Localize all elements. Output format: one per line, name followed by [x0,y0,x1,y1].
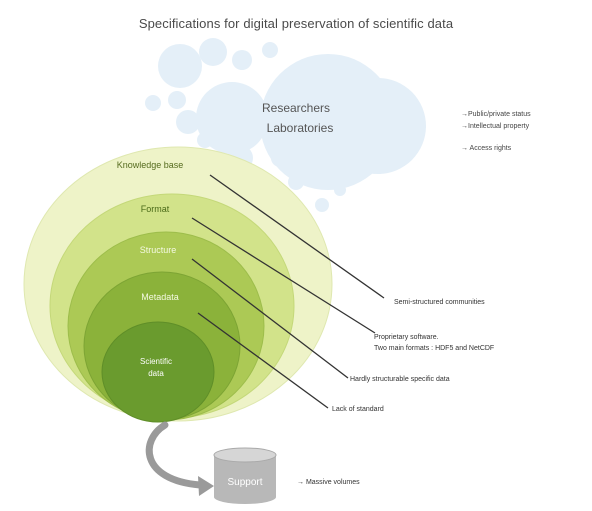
curved-arrow-icon [145,421,214,496]
stakeholder-label-laboratories: Laboratories [267,121,334,135]
layer-label-scientific-line2: data [148,369,164,378]
bubble [196,82,268,154]
bubble [199,38,227,66]
bubble [271,149,289,167]
stakeholder-label-researchers: Researchers [262,101,330,115]
layer-label-knowledge-base: Knowledge base [117,160,184,170]
layer-label-structure: Structure [140,245,177,255]
cylinder-top [213,447,277,463]
stakeholder-bubble-cloud [145,38,426,220]
callout-metadata: Lack of standard [332,406,384,413]
layer-label-scientific-line1: Scientific [140,357,172,366]
rights-note-access-rights: → Access rights [461,145,512,152]
connector-metadata [197,312,329,409]
callout-format-line2: Two main formats : HDF5 and NetCDF [374,345,494,352]
database-cylinder-icon [213,447,277,504]
connector-knowledge-base [209,174,385,299]
layer-label-format: Format [141,204,170,214]
rights-notes: →Public/private status →Intellectual pro… [461,111,531,152]
bubble [232,50,252,70]
diagram-title: Specifications for digital preservation … [138,16,454,31]
bubble [197,132,213,148]
bubble [168,91,186,109]
connector-lines [191,174,385,409]
connector-format [191,217,376,334]
bubble [330,78,426,174]
bubble [158,44,202,88]
callout-structure: Hardly structurable specific data [350,376,450,383]
bubble [334,184,346,196]
support-note-massive-volumes: → Massive volumes [297,479,360,486]
callout-knowledge-base: Semi-structured communities [394,299,485,306]
layer-label-metadata: Metadata [141,292,179,302]
connector-structure [191,258,349,379]
bubble [315,198,329,212]
layer-core-scientific-data [101,321,215,423]
bubble [262,42,278,58]
preservation-layers [23,146,333,423]
rights-note-public-private: →Public/private status [461,111,531,118]
support-label: Support [227,477,262,488]
bubble [145,95,161,111]
bubble [176,110,200,134]
bubble [350,164,366,180]
rights-note-intellectual-property: →Intellectual property [461,123,530,130]
bubble [288,174,304,190]
cylinder-bottom [214,490,276,504]
callout-format-line1: Proprietary software. [374,334,439,341]
